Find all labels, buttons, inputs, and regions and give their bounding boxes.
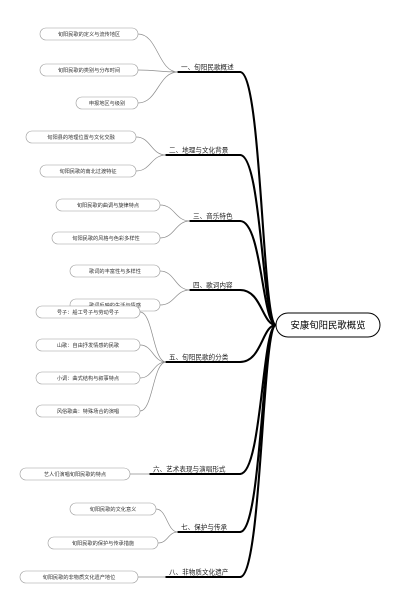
leaf-node-label: 号子：船工号子与劳动号子 [57, 308, 119, 316]
branch-connector [238, 153, 278, 327]
leaf-node[interactable]: 旬阳民歌的非物质文化遗产地位 [19, 570, 139, 584]
leaf-node[interactable]: 旬阳民歌的保护与传承措施 [47, 536, 159, 550]
branch-connector [238, 70, 278, 327]
branch-connector [238, 323, 278, 364]
leaf-node[interactable]: 歌词的丰富性与多样性 [69, 264, 161, 278]
leaf-node[interactable]: 小调：曲式结构与叙事特点 [35, 371, 141, 385]
branch-label[interactable]: 一、旬阳民歌概述 [181, 63, 234, 72]
leaf-connector [157, 531, 179, 544]
leaf-node[interactable]: 申报地区与级别 [75, 96, 139, 110]
leaf-node-box[interactable] [51, 231, 161, 245]
leaf-node-box[interactable] [19, 467, 131, 481]
leaf-node-label: 申报地区与级别 [89, 99, 125, 107]
leaf-node-label: 旬阳民歌的曲调与旋律特点 [77, 201, 139, 209]
leaf-node-label: 风俗歌曲：特殊场合的演唱 [57, 407, 119, 415]
connectors [130, 33, 278, 579]
root-node[interactable]: 安康旬阳民歌概览 [275, 312, 381, 338]
leaf-node-box[interactable] [39, 27, 139, 41]
leaf-node[interactable]: 艺人们演唱旬阳民歌的特点 [19, 467, 131, 481]
leaf-node-box[interactable] [55, 198, 161, 212]
leaf-node[interactable]: 旬阳民歌的定义与流传地区 [39, 27, 139, 41]
leaf-connector [139, 361, 167, 412]
leaf-connector [137, 33, 179, 73]
leaf-node-label: 旬阳民歌的南北过渡特征 [59, 167, 116, 175]
branch-label[interactable]: 八、非物质文化遗产 [169, 568, 229, 577]
leaf-connector [135, 154, 167, 172]
leaf-node-box[interactable] [69, 502, 157, 516]
leaf-node[interactable]: 旬阳县的地理位置与文化交融 [25, 130, 137, 144]
leaf-node-box[interactable] [35, 371, 141, 385]
leaf-node-label: 旬阳民歌的文化意义 [90, 505, 137, 513]
leaf-connector [159, 220, 191, 239]
leaf-node-label: 旬阳民歌的类别与分布时间 [58, 66, 120, 74]
leaf-node-box[interactable] [35, 338, 141, 352]
leaf-connector [159, 289, 191, 306]
root-node-box[interactable] [275, 312, 381, 338]
leaf-connector [135, 136, 167, 156]
leaf-connector [139, 344, 167, 363]
leaf-node-box[interactable] [47, 536, 159, 550]
leaf-node[interactable]: 旬阳民歌的曲调与旋律特点 [55, 198, 161, 212]
leaf-node-box[interactable] [75, 96, 139, 110]
leaf-node-box[interactable] [39, 164, 137, 178]
leaf-node-label: 旬阳民歌的定义与流传地区 [58, 30, 120, 38]
leaf-connector [137, 71, 179, 104]
leaf-node-box[interactable] [19, 570, 139, 584]
branch-label[interactable]: 四、歌词内容 [193, 281, 233, 290]
leaf-connector [137, 69, 179, 73]
root-node-label: 安康旬阳民歌概览 [290, 320, 365, 332]
leaf-node-label: 歌词反映的生活与情感 [89, 301, 141, 309]
leaf-connector [139, 311, 167, 363]
leaf-node-label: 歌词的丰富性与多样性 [89, 267, 141, 275]
leaf-node-box[interactable] [35, 305, 141, 319]
branch-label[interactable]: 六、艺术表现与演唱形式 [153, 465, 226, 474]
leaf-node[interactable]: 风俗歌曲：特殊场合的演唱 [35, 404, 141, 418]
leaf-connector [159, 270, 191, 291]
leaf-node-box[interactable] [35, 404, 141, 418]
branch-connector [238, 219, 278, 327]
leaf-node-label: 旬阳民歌的非物质文化遗产地位 [43, 573, 116, 581]
branch-label[interactable]: 二、地理与文化背景 [169, 146, 229, 155]
leaf-node-label: 小调：曲式结构与叙事特点 [57, 374, 119, 382]
branch-connector [238, 323, 278, 579]
branch-label[interactable]: 五、旬阳民歌的分类 [169, 353, 229, 362]
leaf-connector [139, 361, 167, 379]
leaf-node-label: 旬阳民歌的保护与传承措施 [72, 539, 134, 547]
branch-connector [238, 288, 278, 327]
leaf-node-box[interactable] [69, 264, 161, 278]
leaf-node[interactable]: 旬阳民歌的文化意义 [69, 502, 157, 516]
branch-nodes: 一、旬阳民歌概述二、地理与文化背景三、音乐特色四、歌词内容五、旬阳民歌的分类六、… [153, 63, 234, 577]
leaf-node[interactable]: 旬阳民歌的风格与色彩多样性 [51, 231, 161, 245]
branch-label[interactable]: 七、保护与传承 [181, 523, 228, 532]
leaf-node-label: 旬阳县的地理位置与文化交融 [47, 133, 114, 141]
leaf-node-label: 艺人们演唱旬阳民歌的特点 [44, 470, 106, 478]
leaf-node-label: 旬阳民歌的风格与色彩多样性 [72, 234, 139, 242]
leaf-nodes: 旬阳民歌的定义与流传地区旬阳民歌的类别与分布时间申报地区与级别旬阳县的地理位置与… [19, 27, 161, 584]
leaf-node[interactable]: 山歌：自由抒发情感的民歌 [35, 338, 141, 352]
leaf-node[interactable]: 旬阳民歌的南北过渡特征 [39, 164, 137, 178]
leaf-connector [159, 204, 191, 222]
leaf-node[interactable]: 旬阳民歌的类别与分布时间 [39, 63, 139, 77]
branch-label[interactable]: 三、音乐特色 [193, 212, 233, 221]
leaf-node-box[interactable] [25, 130, 137, 144]
leaf-node-box[interactable] [39, 63, 139, 77]
leaf-node[interactable]: 号子：船工号子与劳动号子 [35, 305, 141, 319]
leaf-node-label: 山歌：自由抒发情感的民歌 [57, 341, 120, 349]
leaf-connector [155, 508, 179, 533]
